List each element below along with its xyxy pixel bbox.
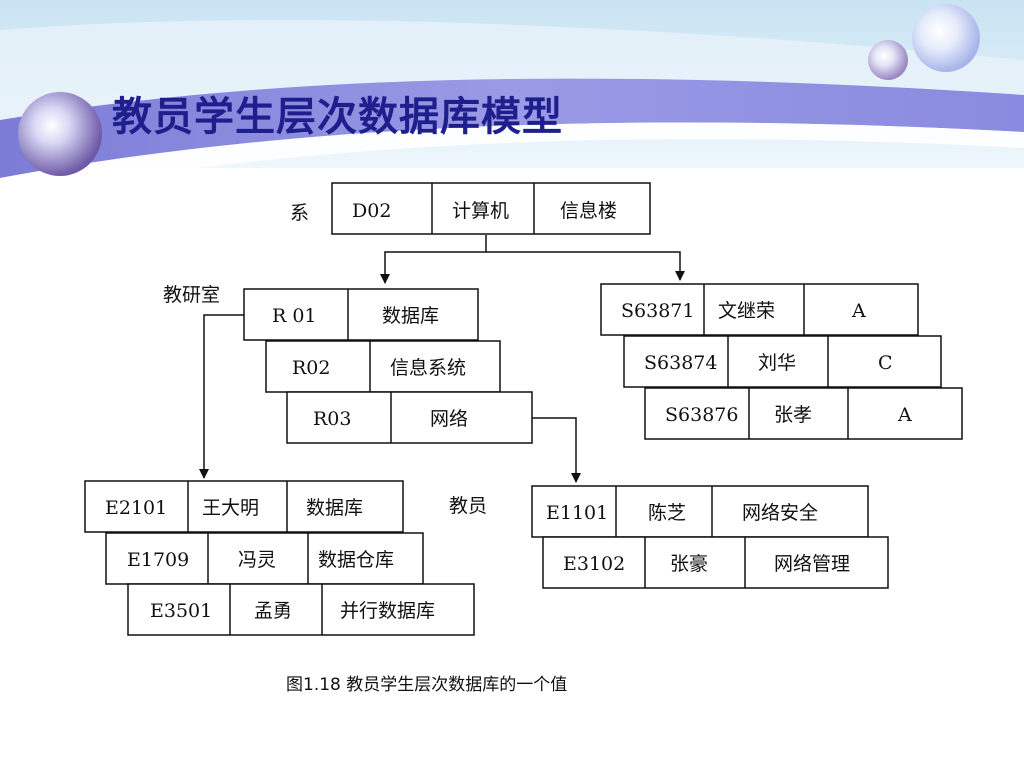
lab-id: R03 xyxy=(313,408,351,430)
dept-building: 信息楼 xyxy=(560,200,617,222)
lab-name: 信息系统 xyxy=(390,357,466,379)
student-name: 文继荣 xyxy=(718,300,775,322)
connector-dept-to-children xyxy=(380,235,487,284)
teacher-record: E3501 孟勇 并行数据库 xyxy=(127,583,475,636)
teacher-id: E1101 xyxy=(546,502,608,524)
connector-r03-to-teachers xyxy=(532,417,581,483)
teacher-id: E3501 xyxy=(150,600,212,622)
teacher-course: 并行数据库 xyxy=(340,600,435,622)
connector-dept-to-students xyxy=(486,251,685,281)
student-record: S63871 文继荣 A xyxy=(600,283,919,336)
teacher-id: E2101 xyxy=(105,497,167,519)
student-id: S63876 xyxy=(665,404,738,426)
student-id: S63871 xyxy=(621,300,694,322)
lab-name: 数据库 xyxy=(382,305,439,327)
lab-record: R03 网络 xyxy=(286,391,533,444)
dept-record: D02 计算机 信息楼 xyxy=(331,182,651,235)
figure-caption: 图1.18 教员学生层次数据库的一个值 xyxy=(286,675,568,695)
lab-name: 网络 xyxy=(430,408,468,430)
connectors xyxy=(199,235,685,483)
teacher-record: E1101 陈芝 网络安全 xyxy=(531,485,869,538)
dept-id: D02 xyxy=(352,200,391,222)
teacher-name: 王大明 xyxy=(202,497,259,519)
student-grade: C xyxy=(878,352,893,374)
dept-name: 计算机 xyxy=(452,200,509,222)
student-name: 刘华 xyxy=(758,352,796,374)
teacher-name: 张豪 xyxy=(670,553,708,575)
teacher-course: 网络管理 xyxy=(774,553,850,575)
teacher-record: E1709 冯灵 数据仓库 xyxy=(105,532,424,585)
label-teacher: 教员 xyxy=(449,495,487,517)
student-grade: A xyxy=(851,300,866,322)
student-id: S63874 xyxy=(644,352,717,374)
teacher-id: E3102 xyxy=(563,553,625,575)
student-record: S63876 张孝 A xyxy=(644,387,963,440)
student-grade: A xyxy=(897,404,912,426)
teacher-record: E2101 王大明 数据库 xyxy=(84,480,404,533)
slide-title: 教员学生层次数据库模型 xyxy=(112,94,563,140)
connector-r01-to-teachers xyxy=(199,314,244,479)
teacher-record: E3102 张豪 网络管理 xyxy=(542,536,889,589)
student-record: S63874 刘华 C xyxy=(623,335,942,388)
teacher-name: 陈芝 xyxy=(648,502,686,524)
lab-id: R02 xyxy=(292,357,330,379)
lab-record: R02 信息系统 xyxy=(265,340,501,393)
label-dept: 系 xyxy=(290,202,309,224)
lab-record: R 01 数据库 xyxy=(243,288,479,341)
teacher-course: 数据仓库 xyxy=(318,549,394,571)
teacher-course: 数据库 xyxy=(306,497,363,519)
lab-id: R 01 xyxy=(272,305,317,327)
teacher-name: 冯灵 xyxy=(238,549,276,571)
label-lab: 教研室 xyxy=(163,284,220,306)
teacher-name: 孟勇 xyxy=(254,600,292,622)
teacher-id: E1709 xyxy=(127,549,189,571)
student-name: 张孝 xyxy=(774,404,812,426)
teacher-course: 网络安全 xyxy=(742,502,818,524)
